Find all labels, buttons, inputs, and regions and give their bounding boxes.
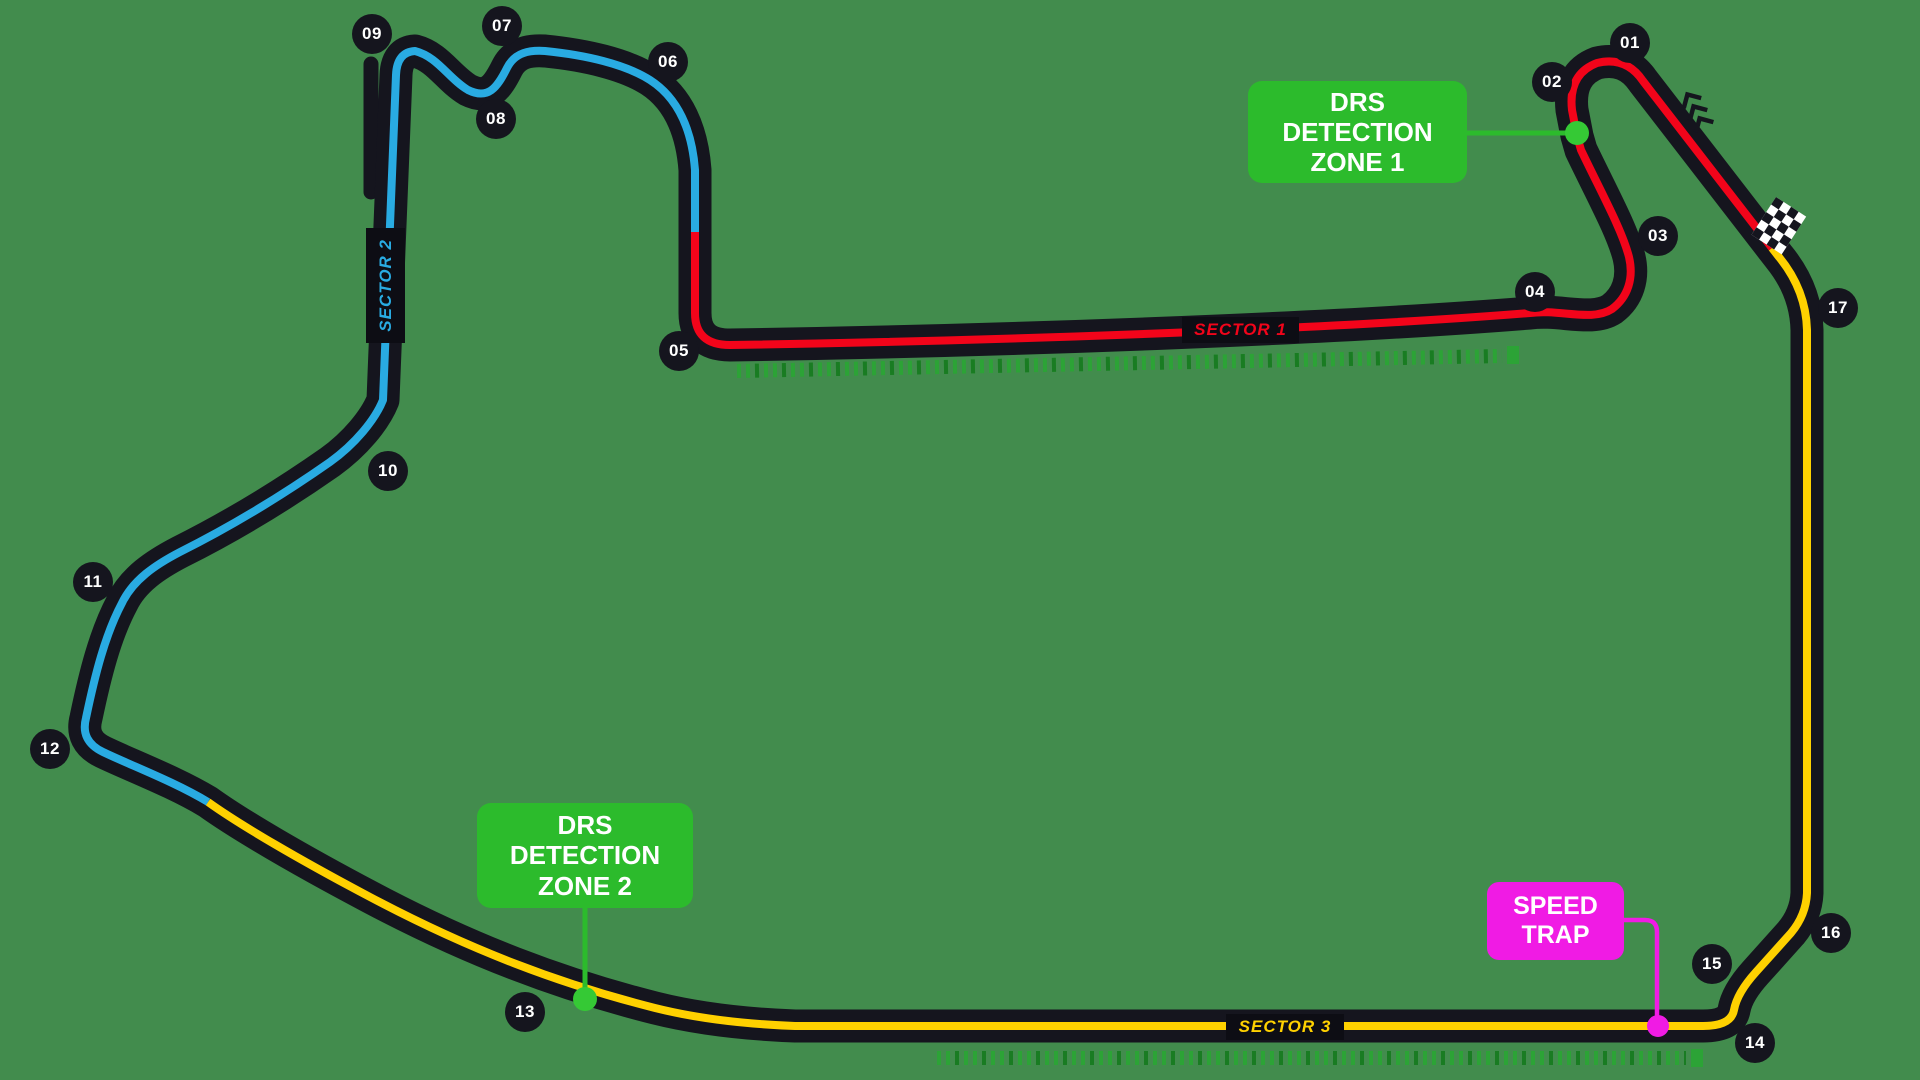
sector-2-label-text: SECTOR 2 xyxy=(375,239,395,332)
sector1-line xyxy=(691,57,1776,349)
turn-marker-09: 09 xyxy=(352,14,392,54)
sector3-line xyxy=(205,245,1811,1030)
turn-marker-06: 06 xyxy=(648,42,688,82)
turn-marker-02: 02 xyxy=(1532,62,1572,102)
turn-marker-08: 08 xyxy=(476,99,516,139)
turn-marker-13: 13 xyxy=(505,992,545,1032)
turn-marker-07: 07 xyxy=(482,6,522,46)
turn-marker-03: 03 xyxy=(1638,216,1678,256)
turn-marker-11: 11 xyxy=(73,562,113,602)
turn-marker-16: 16 xyxy=(1811,913,1851,953)
turn-marker-05: 05 xyxy=(659,331,699,371)
drs2-line3: ZONE 2 xyxy=(538,870,632,901)
turn-marker-10: 10 xyxy=(368,451,408,491)
speed-trap-dot xyxy=(1647,1015,1669,1037)
drs1-line3: ZONE 1 xyxy=(1310,147,1405,178)
sector-3-label: SECTOR 3 xyxy=(1226,1014,1344,1040)
turn-marker-17: 17 xyxy=(1818,288,1858,328)
drs-zone-1-dashes-dark xyxy=(736,349,1503,378)
drs2-detection-dot xyxy=(573,987,597,1011)
turn-marker-15: 15 xyxy=(1692,944,1732,984)
drs-detection-zone-2-box: DRS DETECTION ZONE 2 xyxy=(477,803,693,908)
speed-trap-box: SPEED TRAP xyxy=(1487,882,1624,960)
turn-marker-04: 04 xyxy=(1515,272,1555,312)
drs1-line1: DRS xyxy=(1330,86,1385,117)
drs1-line2: DETECTION xyxy=(1282,116,1433,147)
drs1-detection-dot xyxy=(1565,121,1589,145)
drs2-line2: DETECTION xyxy=(509,840,661,871)
drs2-line1: DRS xyxy=(557,810,613,841)
sector-2-label: SECTOR 2 xyxy=(366,228,405,343)
speed-trap-connector-line xyxy=(1624,917,1660,1016)
speed-trap-line1: SPEED xyxy=(1513,892,1598,920)
triple-chevron-icon xyxy=(1681,91,1714,133)
turn-marker-14: 14 xyxy=(1735,1023,1775,1063)
drs-detection-zone-1-box: DRS DETECTION ZONE 1 xyxy=(1248,81,1467,183)
sector-1-label: SECTOR 1 xyxy=(1182,317,1299,343)
turn-marker-01: 01 xyxy=(1610,23,1650,63)
speed-trap-line2: TRAP xyxy=(1521,921,1590,949)
checkered-flag-icon xyxy=(1751,197,1807,255)
turn-marker-12: 12 xyxy=(30,729,70,769)
sector2-line xyxy=(80,46,699,806)
